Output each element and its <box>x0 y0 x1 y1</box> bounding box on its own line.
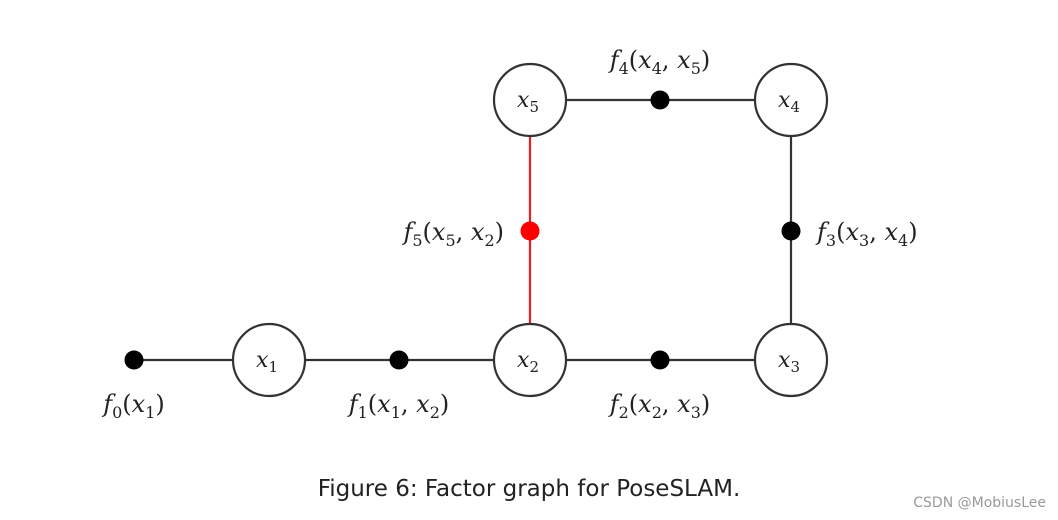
figure-caption: Figure 6: Factor graph for PoseSLAM. <box>317 476 741 502</box>
factor-node-f4 <box>650 90 670 110</box>
variable-node-x3: x3 <box>753 322 829 398</box>
factor-label-f0: f0(x1) <box>101 390 165 422</box>
factor-node-f2 <box>650 350 670 370</box>
variable-label-x2: x2 <box>517 348 539 376</box>
variable-label-x3: x3 <box>778 348 800 376</box>
variable-node-x2: x2 <box>492 322 568 398</box>
factor-label-f2: f2(x2, x3) <box>608 390 711 422</box>
variable-label-x5: x5 <box>517 88 539 116</box>
factor-node-f3 <box>781 221 801 241</box>
nodes-layer: x1 x2 x3 x4 x5 <box>124 62 829 398</box>
variable-label-x1: x1 <box>256 348 278 376</box>
factor-label-f3: f3(x3, x4) <box>815 218 918 250</box>
variable-node-x1: x1 <box>231 322 307 398</box>
variable-circle-x3 <box>753 322 829 398</box>
variable-circle-x5 <box>492 62 568 138</box>
factor-node-f1 <box>389 350 409 370</box>
variable-circle-x4 <box>753 62 829 138</box>
variable-label-x4: x4 <box>778 88 800 116</box>
factor-label-f4: f4(x4, x5) <box>608 46 711 78</box>
variable-circle-x1 <box>231 322 307 398</box>
watermark: CSDN @MobiusLee <box>913 495 1046 511</box>
variable-node-x5: x5 <box>492 62 568 138</box>
factor-label-f1: f1(x1, x2) <box>347 390 450 422</box>
factor-node-f5 <box>520 221 540 241</box>
factor-label-f5: f5(x5, x2) <box>401 218 504 250</box>
variable-node-x4: x4 <box>753 62 829 138</box>
variable-circle-x2 <box>492 322 568 398</box>
factor-node-f0 <box>124 350 144 370</box>
